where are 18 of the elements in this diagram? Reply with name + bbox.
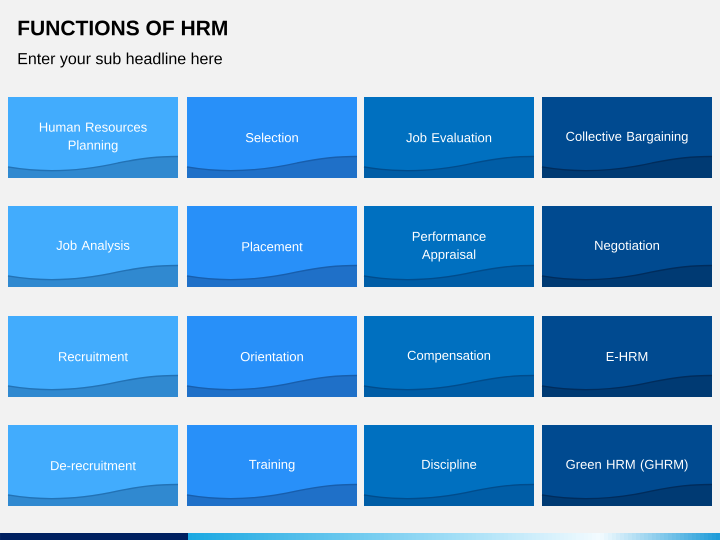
card: Performance Appraisal: [364, 206, 534, 287]
card: Negotiation: [542, 206, 712, 287]
card: Job Analysis: [8, 206, 178, 287]
card: Placement: [186, 206, 357, 287]
card: Job Evaluation: [364, 97, 534, 178]
title: FUNCTIONS OF HRM: [18, 20, 227, 36]
card: Green HRM (GHRM): [542, 425, 712, 506]
card: Compensation: [364, 316, 534, 397]
card: Training: [186, 425, 357, 506]
card: Selection: [186, 97, 357, 178]
card: Orientation: [186, 316, 358, 397]
subtitle: Enter your sub headline here: [18, 52, 222, 68]
card: Discipline: [364, 425, 534, 506]
card: Recruitment: [8, 316, 178, 397]
card: De-recruitment: [8, 425, 178, 506]
card: Human Resources Planning: [8, 97, 178, 178]
card: E-HRM: [542, 316, 712, 397]
card: Collective Bargaining: [542, 97, 712, 178]
